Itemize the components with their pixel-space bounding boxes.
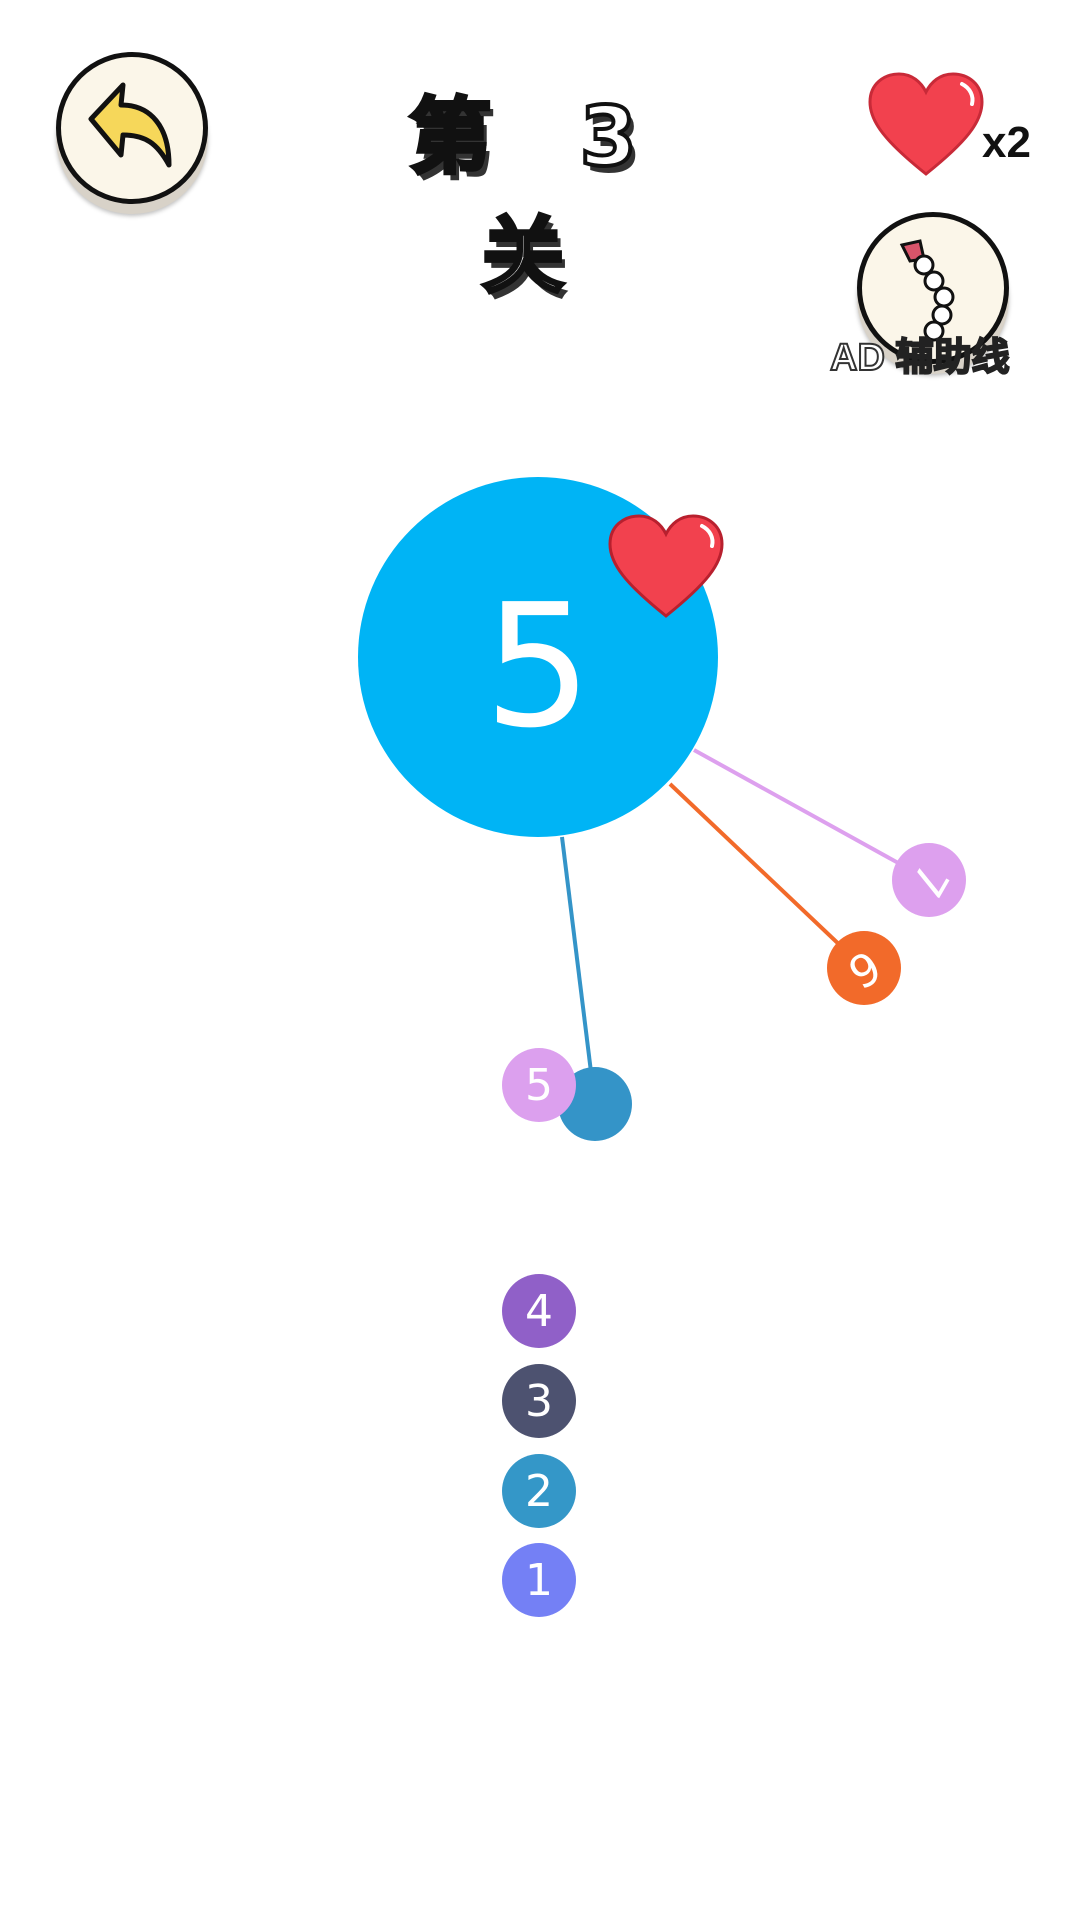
line-to-pin-ball <box>560 836 594 1081</box>
bonus-heart-icon <box>608 514 724 618</box>
line-to-ball-6 <box>668 782 866 970</box>
level-title: 第 3 关 <box>407 88 667 306</box>
ad-hint-line-button[interactable] <box>857 212 1009 364</box>
ball-number: 5 <box>525 1059 553 1111</box>
ball-number: 4 <box>525 1285 553 1337</box>
ball-number: 7 <box>899 855 959 905</box>
ad-hint-label: AD 辅助线 <box>829 326 1010 381</box>
ball-number: 3 <box>525 1375 553 1427</box>
ball-number: 2 <box>525 1465 553 1517</box>
lives-count: x2 <box>982 118 1031 167</box>
line-to-ball-7 <box>693 748 930 882</box>
attached-ball-6: 6 <box>827 931 901 1005</box>
queue-ball-1: 1 <box>502 1543 576 1617</box>
attached-ball-7: 7 <box>892 843 966 917</box>
ball-number: 6 <box>839 938 889 998</box>
back-arrow-icon <box>88 82 172 168</box>
guide-line-icon <box>899 239 955 342</box>
queue-ball-4[interactable]: 4 <box>502 1274 576 1348</box>
lives-heart-icon <box>868 72 984 176</box>
queue-ball-2: 2 <box>502 1454 576 1528</box>
main-ball-number: 5 <box>483 568 593 766</box>
ad-badge: AD <box>829 336 886 380</box>
hint-line-text: 辅助线 <box>894 336 1010 380</box>
ball-number: 1 <box>525 1554 553 1606</box>
attached-ball-5: 5 <box>502 1048 576 1122</box>
queue-ball-3: 3 <box>502 1364 576 1438</box>
back-button[interactable] <box>56 52 208 204</box>
